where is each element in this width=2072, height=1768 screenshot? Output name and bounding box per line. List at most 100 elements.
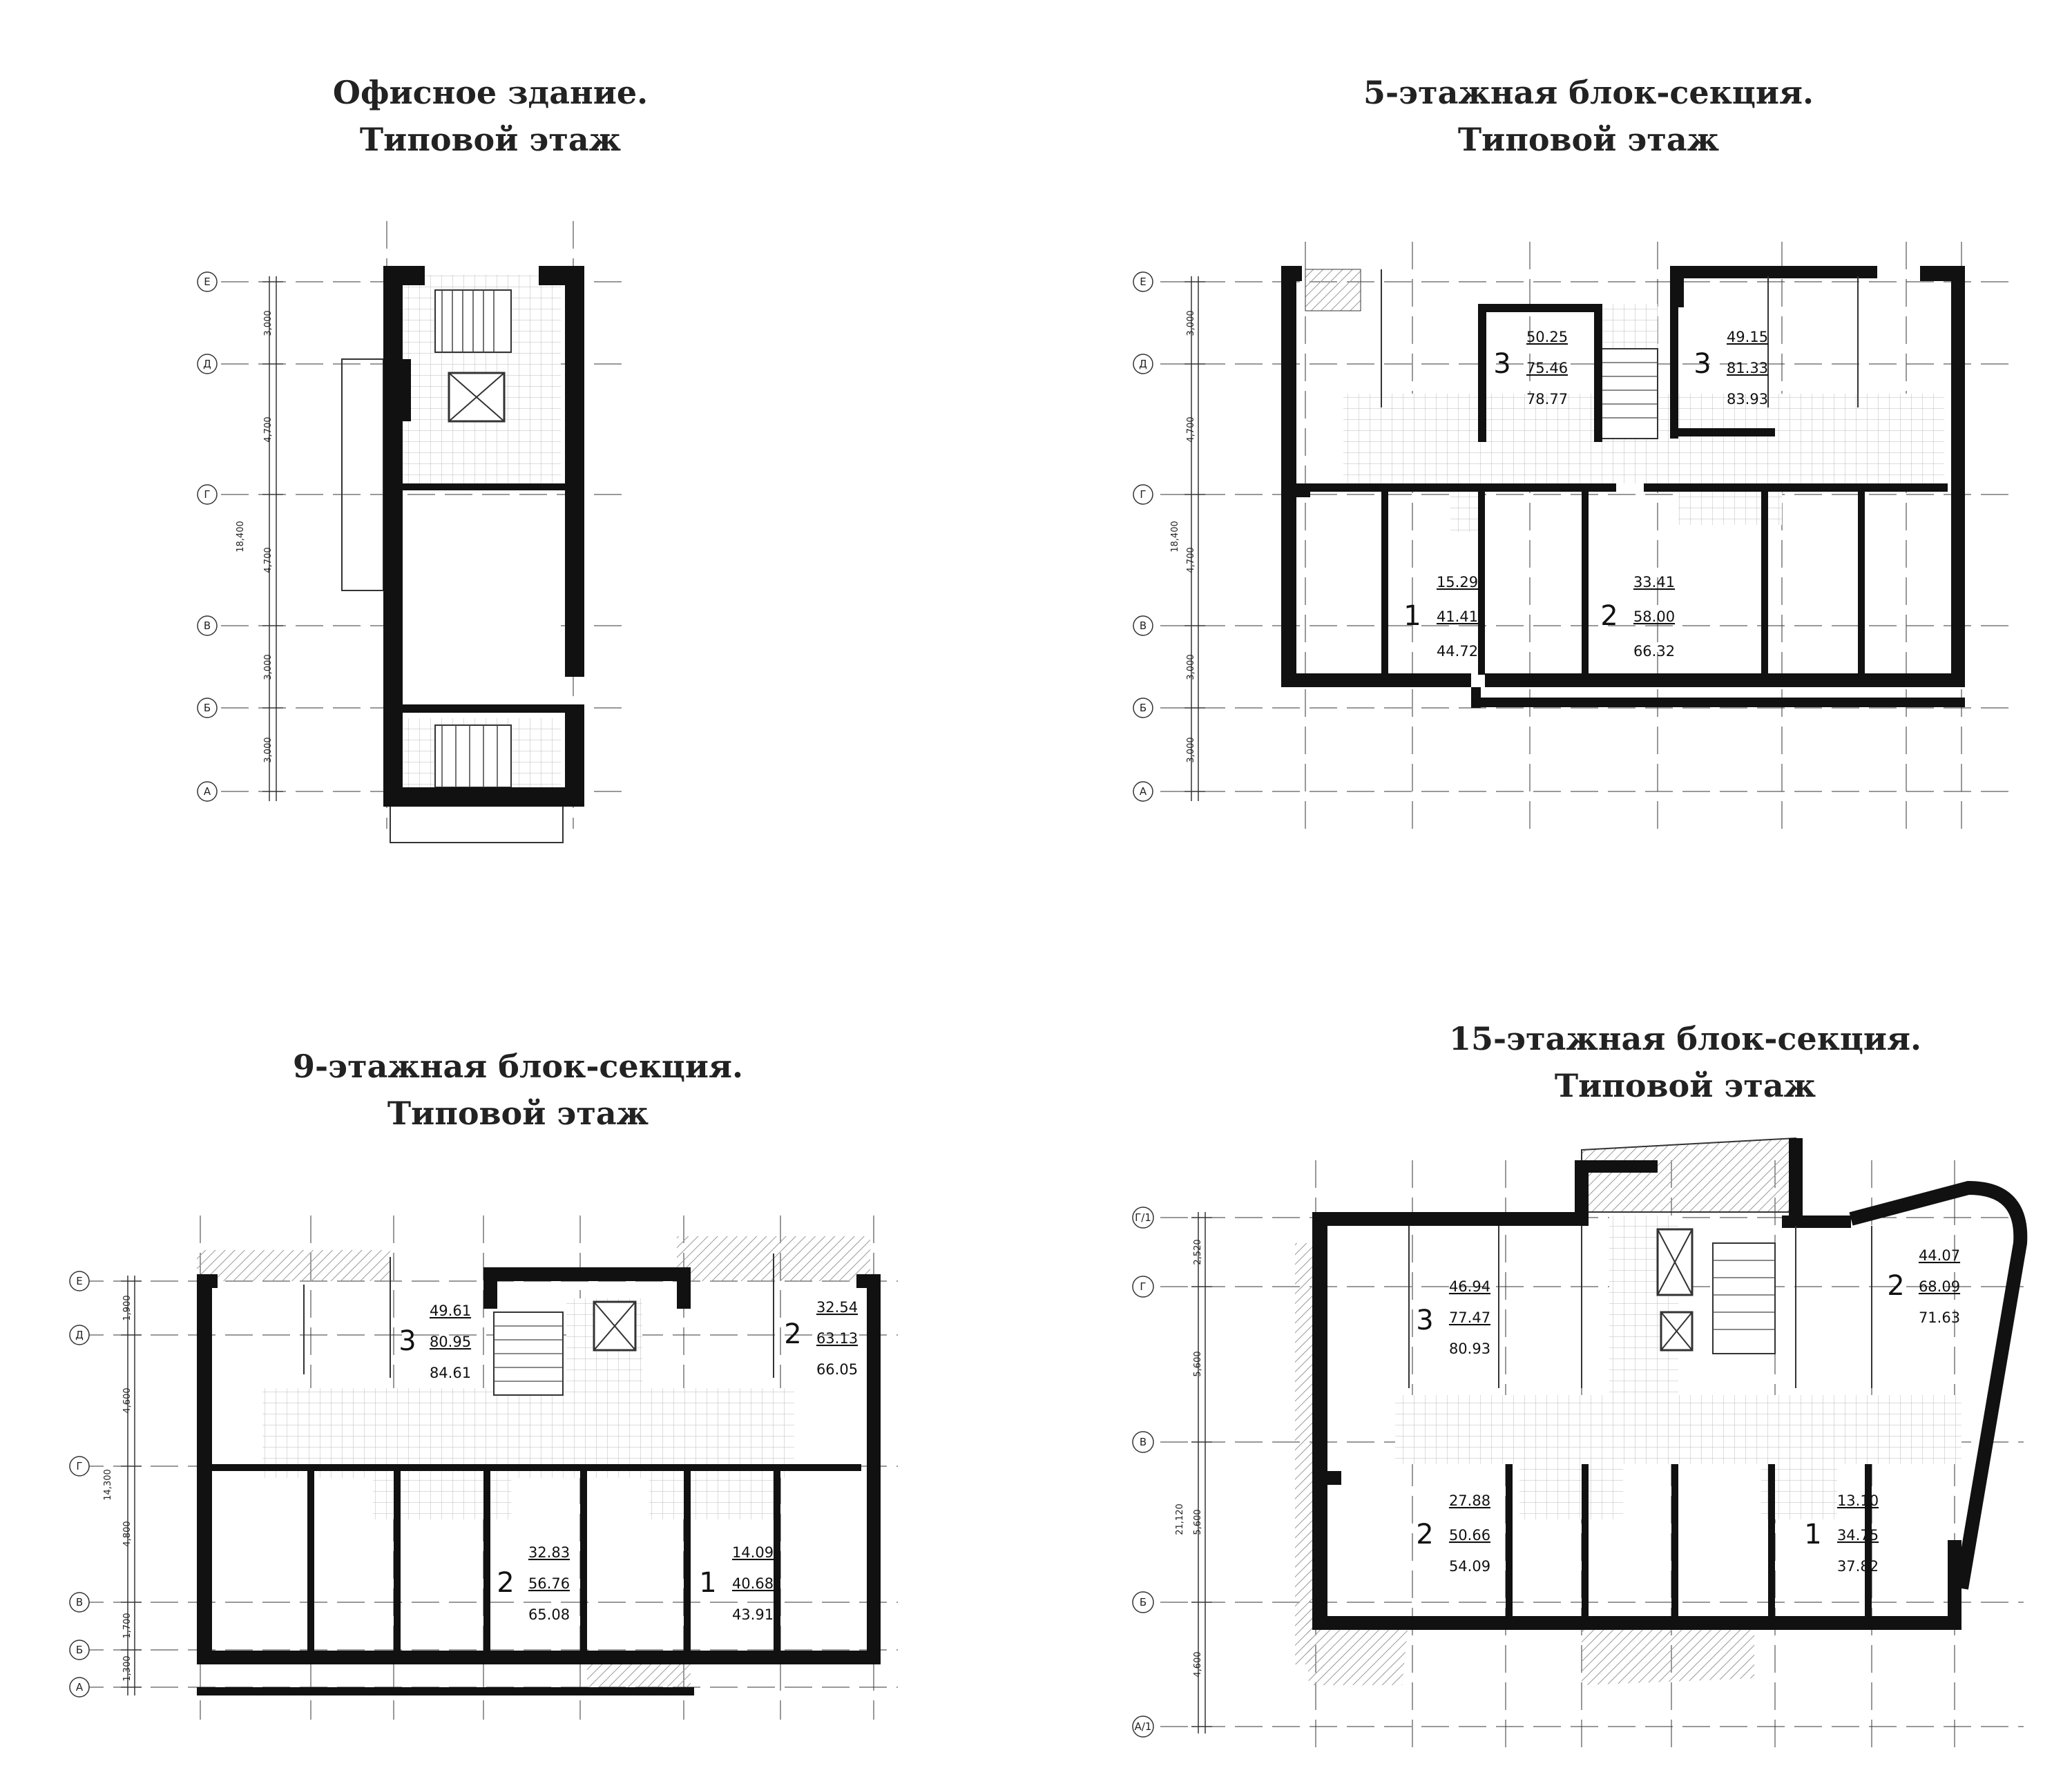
svg-text:80.93: 80.93	[1449, 1341, 1490, 1357]
svg-text:78.77: 78.77	[1526, 391, 1568, 407]
svg-text:2: 2	[784, 1318, 801, 1350]
svg-text:50.25: 50.25	[1526, 329, 1568, 345]
svg-text:Б: Б	[1140, 702, 1147, 714]
svg-text:Д: Д	[1139, 358, 1147, 370]
svg-text:71.63: 71.63	[1919, 1309, 1960, 1326]
svg-text:А/1: А/1	[1135, 1720, 1152, 1733]
svg-text:Г: Г	[76, 1460, 82, 1472]
title-line-2: Типовой этаж	[387, 1095, 649, 1132]
apartment-label: 2 32.54 63.13 66.05	[784, 1299, 858, 1378]
apartment-label: 3 49.15 81.33 83.93	[1694, 329, 1768, 407]
svg-text:80.95: 80.95	[430, 1334, 471, 1350]
svg-text:Г: Г	[1140, 1280, 1146, 1293]
dimension-label: 4,700	[263, 416, 274, 442]
dimension-label: 4,600	[122, 1387, 133, 1413]
svg-text:Б: Б	[1140, 1596, 1147, 1608]
svg-text:32.83: 32.83	[528, 1544, 570, 1561]
axis-bubble: А	[69, 1677, 90, 1698]
svg-text:В: В	[76, 1596, 83, 1608]
svg-text:34.75: 34.75	[1837, 1527, 1879, 1544]
axis-bubble: Е	[197, 271, 218, 292]
axis-bubble: В	[1133, 615, 1153, 636]
axis-bubble: Г	[1133, 484, 1153, 505]
apartment-label: 1 15.29 41.41 44.72	[1403, 574, 1478, 660]
plan-15-storey-title: 15-этажная блок-секция. Типовой этаж	[1409, 1015, 1961, 1109]
dimension-label: 5,600	[1193, 1509, 1203, 1535]
svg-text:2: 2	[497, 1567, 514, 1599]
title-line-2: Типовой этаж	[1457, 121, 1720, 158]
svg-text:2: 2	[1416, 1519, 1433, 1550]
svg-text:83.93: 83.93	[1727, 391, 1768, 407]
axis-bubble: Г	[1132, 1276, 1154, 1298]
title-line-1: 5-этажная блок-секция.	[1363, 74, 1814, 111]
plan-15-storey: Г/1 Г В Б А/1 2,520 5,600 5,600 4,600 21…	[1132, 1137, 2028, 1754]
svg-text:3: 3	[1416, 1305, 1433, 1336]
apartment-label: 1 13.10 34.75 37.82	[1804, 1492, 1879, 1575]
total-dimension-label: 14,300	[103, 1469, 113, 1501]
axis-bubble: Г	[69, 1456, 90, 1477]
svg-text:32.54: 32.54	[816, 1299, 858, 1316]
dimension-label: 4,700	[1186, 547, 1196, 573]
plan-5-storey: Е Д Г В Б А 3,000 4,700 4,700 3,000 3,00…	[1133, 242, 2017, 829]
axis-bubble: В	[197, 615, 218, 636]
apartment-label: 3 46.94 77.47 80.93	[1416, 1278, 1490, 1357]
axis-bubble: Г/1	[1132, 1207, 1154, 1229]
title-line-2: Типовой этаж	[1554, 1067, 1816, 1104]
total-dimension-label: 18,400	[1170, 521, 1180, 552]
svg-text:41.41: 41.41	[1437, 608, 1478, 625]
svg-text:56.76: 56.76	[528, 1575, 570, 1592]
svg-text:14.09: 14.09	[732, 1544, 774, 1561]
dimension-label: 3,000	[263, 737, 274, 762]
svg-text:Д: Д	[75, 1329, 84, 1341]
svg-text:66.32: 66.32	[1633, 643, 1675, 660]
svg-text:1: 1	[1403, 600, 1421, 632]
apartment-label: 3 49.61 80.95 84.61	[399, 1303, 471, 1381]
svg-text:44.07: 44.07	[1919, 1247, 1960, 1264]
svg-text:58.00: 58.00	[1633, 608, 1675, 625]
axis-bubble: Б	[1132, 1591, 1154, 1613]
svg-text:46.94: 46.94	[1449, 1278, 1490, 1295]
axis-bubble: Г	[197, 484, 218, 505]
svg-text:Г/1: Г/1	[1135, 1211, 1151, 1224]
axis-bubble: А	[1133, 781, 1153, 802]
title-line-1: 15-этажная блок-секция.	[1448, 1020, 1922, 1057]
svg-text:А: А	[204, 785, 211, 798]
apartment-label: 2 44.07 68.09 71.63	[1887, 1247, 1960, 1326]
axis-bubble: Б	[1133, 698, 1153, 718]
dimension-label: 1,700	[122, 1613, 133, 1638]
svg-text:А: А	[1140, 785, 1147, 798]
svg-text:44.72: 44.72	[1437, 643, 1478, 660]
dimension-label: 1,300	[122, 1655, 133, 1681]
svg-text:Е: Е	[1140, 276, 1146, 288]
svg-text:В: В	[1140, 1436, 1147, 1448]
axis-bubble: В	[69, 1592, 90, 1613]
svg-text:75.46: 75.46	[1526, 360, 1568, 376]
apartment-label: 3 50.25 75.46 78.77	[1493, 329, 1568, 407]
svg-text:27.88: 27.88	[1449, 1492, 1490, 1509]
svg-text:49.61: 49.61	[430, 1303, 471, 1319]
axis-bubble: Д	[69, 1325, 90, 1345]
dimension-label: 4,700	[263, 547, 274, 573]
svg-text:Б: Б	[204, 702, 211, 714]
svg-text:84.61: 84.61	[430, 1365, 471, 1381]
svg-text:3: 3	[1694, 348, 1711, 380]
dimension-label: 3,000	[1186, 737, 1196, 762]
svg-text:В: В	[204, 619, 211, 632]
svg-text:Е: Е	[204, 276, 210, 288]
svg-text:40.68: 40.68	[732, 1575, 774, 1592]
svg-text:37.82: 37.82	[1837, 1558, 1879, 1575]
dimension-line	[262, 276, 283, 801]
plan-9-storey-title: 9-этажная блок-секция. Типовой этаж	[262, 1043, 774, 1137]
title-line-2: Типовой этаж	[359, 121, 622, 158]
svg-text:77.47: 77.47	[1449, 1309, 1490, 1326]
dimension-label: 3,000	[1186, 654, 1196, 680]
apartment-label: 2 33.41 58.00 66.32	[1600, 574, 1675, 660]
svg-text:63.13: 63.13	[816, 1330, 858, 1347]
dimension-label: 5,600	[1193, 1351, 1203, 1376]
dimension-label: 3,000	[1186, 310, 1196, 336]
title-line-1: 9-этажная блок-секция.	[292, 1048, 744, 1085]
office-plan-title: Офисное здание. Типовой этаж	[304, 69, 677, 163]
svg-text:33.41: 33.41	[1633, 574, 1675, 590]
apartment-label: 1 14.09 40.68 43.91	[699, 1544, 774, 1623]
svg-text:65.08: 65.08	[528, 1606, 570, 1623]
